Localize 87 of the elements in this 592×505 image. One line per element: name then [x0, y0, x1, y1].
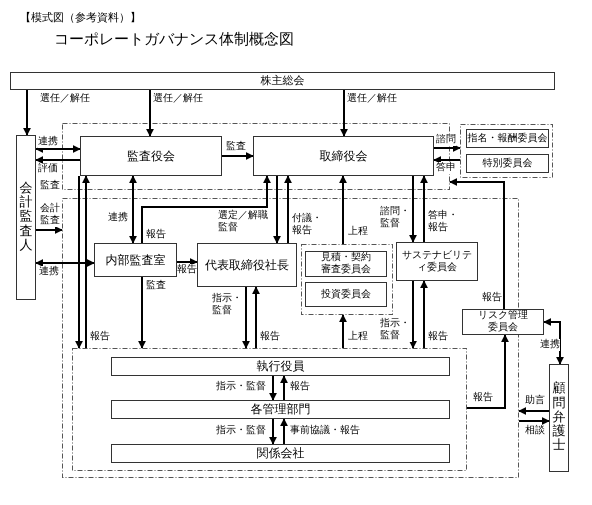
arrow: [284, 175, 292, 243]
arrow: [252, 286, 260, 348]
edge-label: 監査: [146, 280, 166, 292]
arrow: [242, 287, 250, 349]
edge-label: 報告: [177, 264, 197, 276]
edge-label: 事前協議・報告: [290, 425, 360, 437]
process-box: サステナビリティ委員会: [396, 242, 478, 281]
arrow: [340, 90, 348, 137]
edge-label: 連携: [39, 266, 59, 278]
double-arrow: [129, 175, 137, 244]
edge-label: 監査: [226, 141, 246, 153]
arrow: [23, 90, 31, 136]
edge-label: 上程: [348, 331, 368, 343]
process-box: 指名・報酬委員会: [466, 129, 549, 148]
process-box: 株主総会: [10, 72, 555, 90]
arrow: [449, 178, 505, 309]
process-box: 特別委員会: [466, 154, 549, 173]
process-box: 見積・契約審査委員会: [305, 251, 387, 277]
edge-label: 評価: [38, 163, 58, 175]
double-arrow: [543, 318, 564, 365]
edge-label: 相談: [525, 425, 545, 437]
arrow: [434, 144, 461, 152]
edge-label: 報告: [473, 392, 493, 404]
arrow: [409, 176, 417, 243]
edge-label: 連携: [540, 339, 560, 351]
arrow: [146, 90, 154, 137]
arrow: [177, 258, 198, 266]
arrow: [269, 419, 277, 445]
process-box: 関係会社: [111, 444, 450, 463]
edge-label: 助言: [525, 395, 545, 407]
edge-label: 連携: [108, 212, 128, 224]
dashed-group-frame: [460, 124, 553, 178]
arrow: [280, 375, 288, 400]
edge-label: 指示・監督: [216, 425, 266, 437]
diagram-title: コーポレートガバナンス体制概念図: [54, 30, 294, 49]
edge-label: 上程: [348, 226, 368, 238]
process-box: 執行役員: [111, 357, 450, 376]
edge-label: 指示・監督: [216, 381, 266, 393]
process-box: 投資委員会: [305, 282, 387, 307]
arrow: [519, 417, 550, 425]
arrow: [518, 407, 549, 415]
arrow: [75, 176, 83, 349]
arrow: [273, 176, 281, 244]
arrow: [409, 281, 417, 349]
process-box: 内部監査室: [94, 243, 177, 277]
arrow: [339, 314, 347, 348]
process-box: 取締役会: [253, 136, 434, 176]
arrow: [222, 152, 254, 160]
edge-label: 答申: [436, 162, 456, 174]
arrow: [420, 175, 428, 242]
arrow: [36, 226, 63, 234]
edge-label: 選任／解任: [153, 93, 203, 105]
arrow: [141, 175, 271, 243]
process-box: リスク管理委員会: [462, 309, 544, 335]
subtitle-text: 【模式図（参考資料）】: [20, 10, 141, 25]
edge-label: 報告: [482, 292, 502, 304]
arrow: [138, 277, 146, 349]
dashed-group-frame: [72, 348, 467, 471]
double-arrow: [35, 145, 81, 153]
vertical-box: 会計監査人: [16, 135, 36, 300]
edge-label: 連携: [38, 136, 58, 148]
edge-label: 報告: [260, 331, 280, 343]
edge-label: 監査: [40, 180, 60, 192]
dashed-group-frame: [62, 198, 519, 478]
double-arrow: [35, 259, 95, 267]
edge-label: 選任／解任: [40, 93, 90, 105]
process-box: 代表取締役社長: [197, 243, 297, 287]
arrow: [269, 376, 277, 401]
arrow: [339, 175, 347, 244]
process-box: 各管理部門: [111, 400, 450, 419]
arrow: [35, 156, 80, 164]
dashed-group-frame: [301, 244, 393, 315]
edge-label: 指示・監督: [380, 318, 412, 342]
edge-label: 報告: [290, 381, 310, 393]
vertical-box: 顧問弁護士: [549, 364, 569, 472]
edge-label: 報告: [146, 229, 166, 241]
edge-label: 報告: [90, 331, 110, 343]
edge-label: 報告: [428, 331, 448, 343]
arrow: [420, 280, 428, 348]
edge-label: 選任／解任: [347, 93, 397, 105]
edge-label: 諮問: [436, 134, 456, 146]
arrow: [433, 156, 460, 164]
edge-label: 会計監査: [40, 203, 61, 227]
process-box: 監査役会: [80, 136, 222, 176]
arrow: [82, 175, 90, 348]
arrow: [467, 334, 509, 409]
arrow: [280, 418, 288, 444]
